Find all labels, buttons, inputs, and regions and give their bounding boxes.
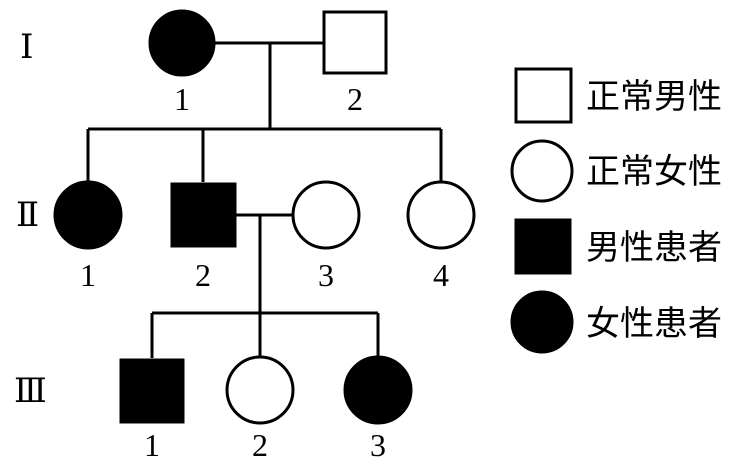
individual-label-I-2: 2 [347,81,363,117]
individual-III-2 [225,355,295,425]
legend-symbol-affected-female [510,290,574,354]
individual-label-III-2: 2 [252,427,268,463]
individual-label-II-3: 3 [318,257,334,293]
individual-III-3 [343,355,413,425]
legend-label-normal-female: 正常女性 [586,152,722,192]
individual-label-III-1: 1 [144,427,160,463]
individual-I-1 [148,9,216,77]
individual-label-II-1: 1 [80,257,96,293]
legend-symbol-normal-male [514,67,573,124]
pedigree-lines [86,41,443,358]
individual-II-1 [53,180,123,250]
generation-label-2: Ⅱ [16,197,39,234]
individual-label-III-3: 3 [370,427,386,463]
individual-III-1 [119,358,185,424]
individual-II-3 [291,180,361,250]
individual-label-II-2: 2 [195,257,211,293]
individual-label-II-4: 4 [433,257,449,293]
individual-label-I-1: 1 [174,81,190,117]
individual-II-2 [170,182,237,248]
legend-label-affected-female: 女性患者 [586,304,722,344]
generation-label-3: Ⅲ [14,373,47,410]
legend-symbol-affected-male [514,218,572,275]
legend-symbol-normal-female [510,139,574,203]
generation-label-1: Ⅰ [20,29,33,66]
legend-label-normal-male: 正常男性 [586,77,722,117]
individual-II-4 [406,180,476,250]
legend-label-affected-male: 男性患者 [586,228,722,268]
legend: 正常男性 正常女性 男性患者 女性患者 [510,67,722,354]
individual-I-2 [322,10,388,75]
